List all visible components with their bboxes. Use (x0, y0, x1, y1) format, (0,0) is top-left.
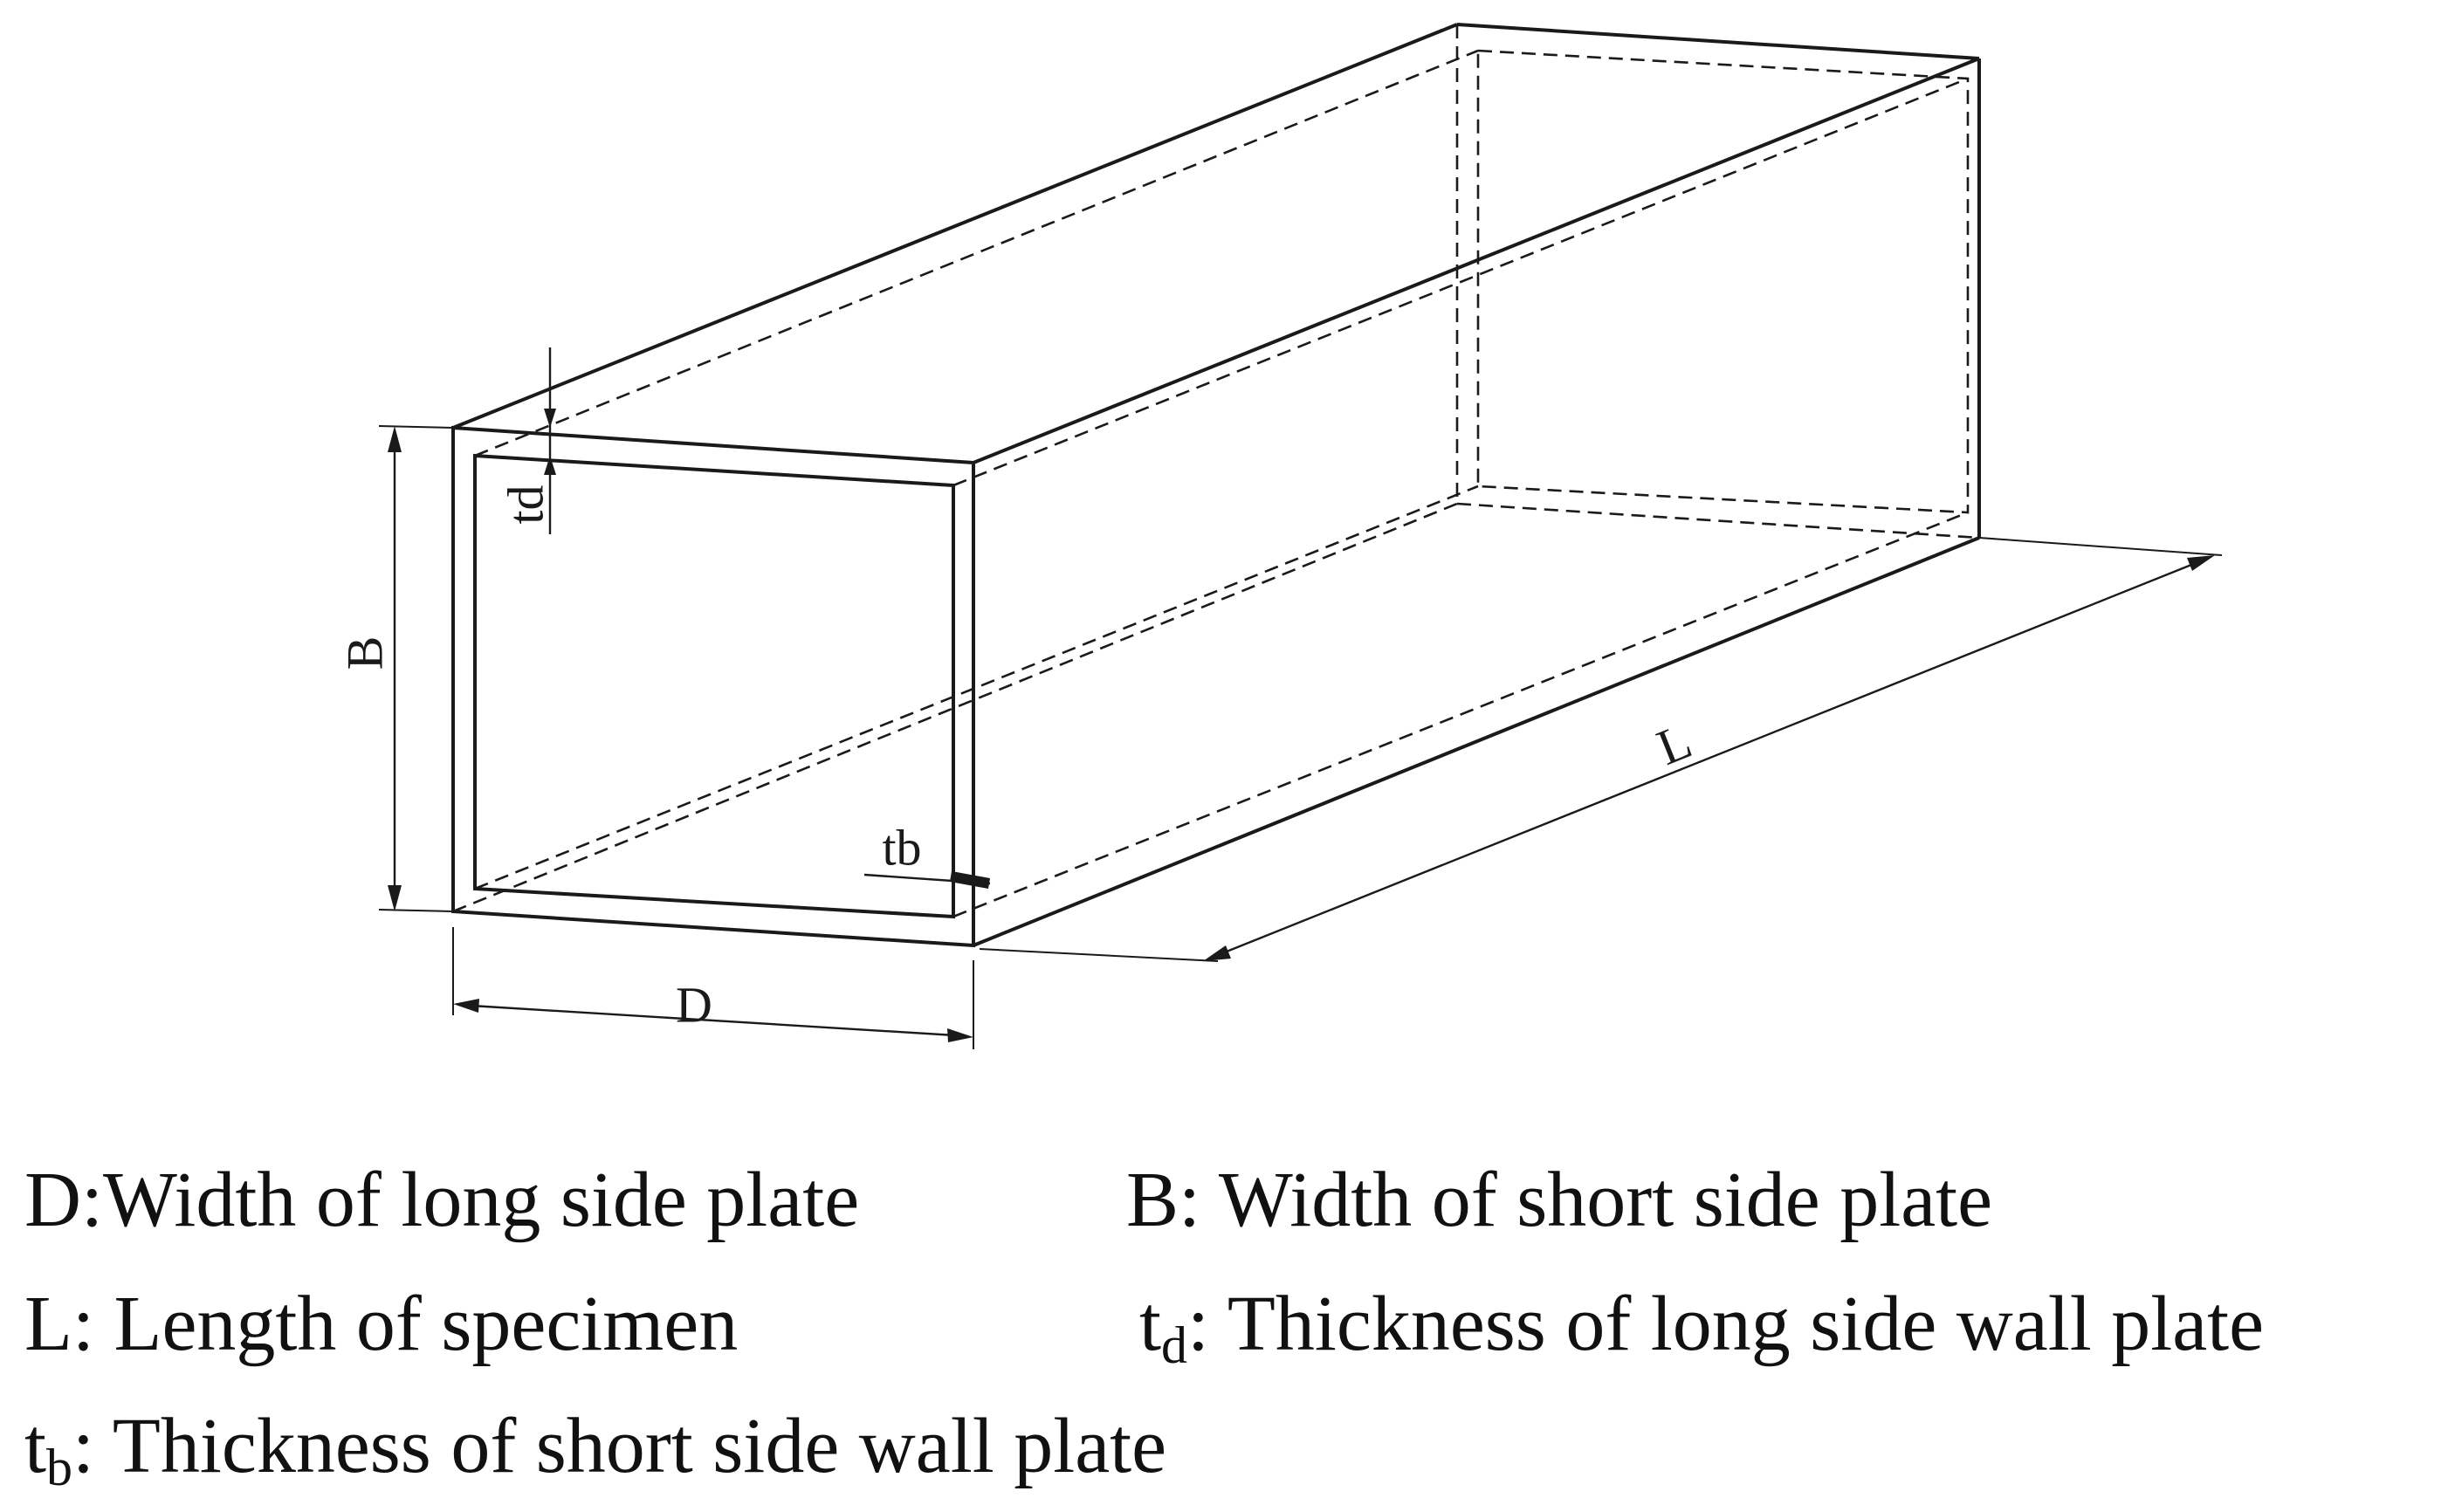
l-label: L (1649, 711, 1699, 776)
l-arrow-back (2187, 555, 2215, 571)
inner-top-left-edge (474, 49, 1479, 457)
td-arrow-top (544, 409, 556, 428)
b-extension-top (378, 425, 454, 429)
tb-marker (950, 871, 990, 889)
dimension-l: L (979, 537, 2223, 962)
dimension-b: B (336, 425, 454, 912)
dimension-td: td (497, 347, 556, 534)
legend-b-text: B: Width of short side plate (1126, 1157, 1993, 1243)
d-arrow-right (947, 1028, 973, 1042)
legend-td-symbol: t (1139, 1281, 1162, 1367)
inner-top-right-edge (952, 77, 1969, 487)
outer-bottom-left-hidden-edge (452, 502, 1458, 913)
b-label: B (336, 636, 393, 670)
back-inner-rectangle (1476, 49, 1970, 514)
back-top-edge (1456, 23, 1980, 60)
legend-td-text: : Thickness of long side wall plate (1187, 1281, 2265, 1367)
legend-tb-text: : Thickness of short side wall plate (72, 1403, 1167, 1489)
legend-tb-symbol: t (24, 1403, 47, 1489)
legend-td-subscript: d (1161, 1316, 1188, 1374)
front-inner-opening (473, 453, 955, 919)
dimension-d: D (452, 927, 974, 1049)
inner-bottom-left-edge (474, 485, 1479, 890)
legend-tb-subscript: b (46, 1439, 73, 1496)
b-extension-bottom (378, 909, 454, 912)
hidden-edges (452, 24, 1980, 918)
l-dimension-line (1221, 561, 2197, 955)
l-extension-back (1978, 537, 2223, 556)
top-right-longitudinal-edge (973, 57, 1980, 464)
l-extension-front (979, 948, 1219, 962)
d-arrow-left (453, 999, 479, 1013)
legend-b: B: Width of short side plate (1126, 1161, 1992, 1240)
tb-label: tb (882, 819, 921, 876)
legend-d: D:Width of long side plate (24, 1161, 859, 1240)
legend-l: L: Length of specimen (24, 1285, 738, 1364)
b-arrow-top (388, 426, 402, 452)
legend-d-text: D:Width of long side plate (24, 1157, 860, 1243)
top-left-longitudinal-edge (452, 23, 1458, 430)
bottom-right-longitudinal-edge (973, 536, 1980, 947)
d-label: D (676, 976, 712, 1033)
dimension-tb: tb (863, 819, 991, 889)
b-arrow-bottom (388, 885, 402, 911)
td-arrow-bottom (544, 456, 556, 475)
legend-l-text: L: Length of specimen (24, 1281, 739, 1367)
inner-bottom-right-edge (952, 511, 1969, 918)
legend-td: td: Thickness of long side wall plate (1139, 1285, 2264, 1372)
td-label: td (497, 485, 554, 524)
l-arrow-front (1203, 945, 1231, 961)
legend-tb: tb: Thickness of short side wall plate (24, 1407, 1166, 1495)
visible-edges (451, 23, 1981, 948)
d-dimension-line (471, 1004, 956, 1037)
